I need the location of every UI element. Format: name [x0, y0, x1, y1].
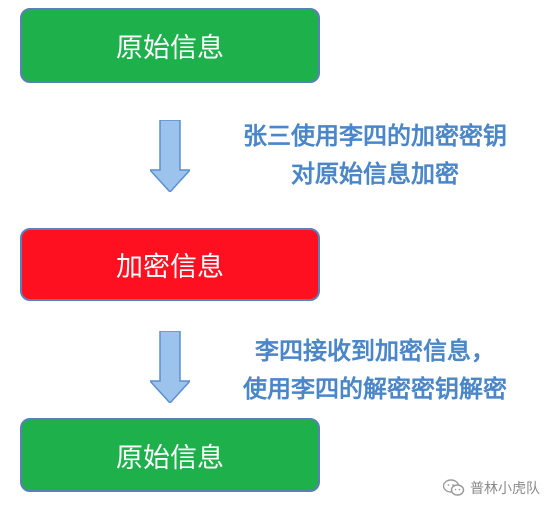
watermark-text: 普林小虎队 [470, 481, 540, 497]
step-label-encrypted: 加密信息 [116, 252, 224, 283]
transition-description-encrypt: 张三使用李四的加密密钥 对原始信息加密 [205, 117, 545, 193]
transition-line: 李四接收到加密信息， [255, 337, 495, 365]
watermark: 普林小虎队 [443, 478, 540, 498]
transition-description-decrypt: 李四接收到加密信息， 使用李四的解密密钥解密 [205, 332, 545, 408]
down-arrow-icon [150, 120, 190, 192]
step-label-original: 原始信息 [116, 33, 224, 64]
step-box-original: 原始信息 [20, 8, 320, 83]
step-label-original-restored: 原始信息 [116, 442, 224, 474]
transition-line: 张三使用李四的加密密钥 [243, 122, 507, 150]
step-box-original-restored: 原始信息 [20, 418, 320, 492]
down-arrow-icon [150, 331, 190, 403]
wechat-icon [443, 479, 465, 496]
step-box-encrypted: 加密信息 [20, 228, 320, 301]
transition-line: 使用李四的解密密钥解密 [243, 375, 507, 403]
transition-line: 对原始信息加密 [291, 160, 459, 188]
